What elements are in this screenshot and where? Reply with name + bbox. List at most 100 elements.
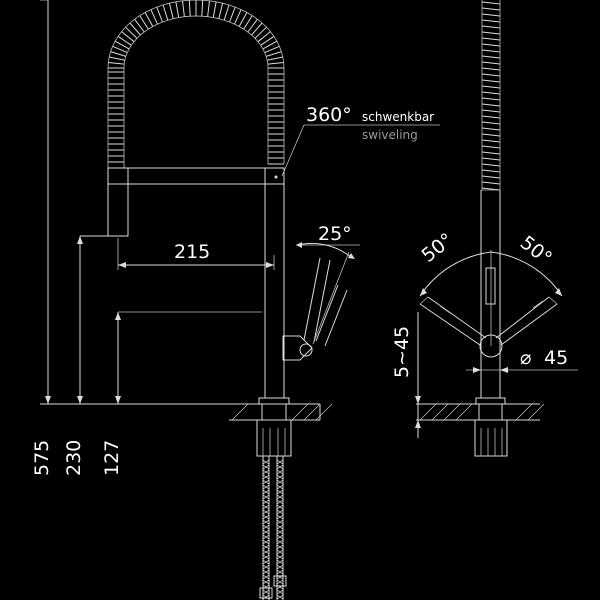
hose-braid [262, 494, 270, 500]
coil-ring [243, 15, 253, 30]
coil-outline-outer [107, 0, 285, 168]
coil-ring [481, 115, 501, 119]
hose-braid [262, 489, 270, 495]
coil-ring [481, 145, 501, 149]
hose-braid [276, 559, 284, 565]
coil-ring [481, 1, 501, 5]
hose-braid [276, 459, 284, 465]
hose-braid [276, 534, 284, 540]
hatch-line [419, 403, 437, 421]
rotation-german-label: schwenkbar [362, 110, 434, 124]
hose-braid [276, 549, 284, 555]
coil-ring [168, 3, 174, 19]
front-view: 50° 50° ⌀ 45 5~45 [391, 0, 578, 457]
rotation-english-label: swiveling [362, 128, 418, 142]
coil-ring [481, 13, 501, 17]
hose-fitting [273, 575, 287, 587]
coil-ring [139, 15, 149, 30]
hose-braid [262, 479, 270, 485]
hatch-line [443, 403, 461, 421]
coil-ring [481, 7, 501, 11]
coil-ring [182, 0, 185, 17]
coil-ring [481, 133, 501, 137]
hose-braid [276, 514, 284, 520]
hose-braid [276, 594, 284, 600]
coil-ring [262, 40, 278, 50]
hose-braid [262, 589, 270, 595]
coil-ring [234, 9, 242, 25]
hose-fitting [259, 587, 273, 599]
spray-angle-label: 25° [318, 223, 352, 245]
coil-ring [481, 67, 501, 71]
coil-ring [229, 6, 236, 23]
diameter-symbol: ⌀ [520, 347, 531, 369]
coil-ring [207, 0, 210, 17]
coil-spring-hose [107, 0, 285, 169]
lever-left-angle-label: 50° [418, 229, 458, 267]
coil-ring [481, 151, 501, 155]
hatch-line [303, 403, 321, 421]
lever-angle-dimension: 50° 50° [418, 229, 563, 346]
hose-braid [262, 579, 270, 585]
thickness-dimension: 5~45 [391, 312, 421, 438]
hose-braid [276, 589, 284, 595]
coil-ring [481, 85, 501, 89]
hatch-line [231, 403, 249, 421]
coil-ring [188, 0, 191, 17]
coil-ring [481, 97, 501, 101]
coil-ring [254, 26, 267, 39]
front-coil-hose [481, 0, 501, 191]
total-height-label: 575 [31, 440, 53, 476]
coil-ring [212, 1, 217, 18]
spout-height-label: 230 [63, 440, 85, 476]
spray-angle-dimension: 25° [296, 223, 360, 259]
coil-ring [175, 1, 180, 18]
hose-braid [276, 464, 284, 470]
coil-ring [481, 25, 501, 29]
hose-braid [262, 499, 270, 505]
hose-braid [262, 469, 270, 475]
coil-ring [134, 18, 145, 33]
supply-hoses [259, 456, 287, 600]
lever-height-label: 127 [101, 440, 123, 476]
coil-ring [481, 127, 501, 131]
coil-ring [481, 91, 501, 95]
hose-braid [262, 534, 270, 540]
hose-braid [276, 519, 284, 525]
coil-ring [481, 121, 501, 125]
coil-ring [162, 4, 169, 21]
coil-ring [481, 61, 501, 65]
hatch-line [455, 403, 473, 421]
coil-ring [129, 22, 141, 36]
hose-braid [276, 504, 284, 510]
hose-braid [262, 549, 270, 555]
coil-ring [481, 169, 501, 173]
coil-ring [223, 4, 230, 21]
coil-ring [267, 62, 284, 65]
hose-braid [262, 474, 270, 480]
coil-ring [267, 56, 283, 61]
coil-ring [112, 45, 128, 54]
coil-ring [144, 12, 154, 27]
coil-ring [481, 139, 501, 143]
coil-ring [156, 6, 163, 23]
countertop [40, 403, 333, 421]
coil-ring [238, 12, 248, 27]
coil-ring [481, 181, 501, 185]
hose-braid [262, 544, 270, 550]
coil-ring [481, 55, 501, 59]
coil-ring [257, 31, 271, 43]
coil-ring [481, 73, 501, 77]
hose-braid [276, 524, 284, 530]
height-dimensions: 575 230 127 [31, 0, 123, 476]
coil-ring [481, 103, 501, 107]
hose-braid [276, 474, 284, 480]
coil-ring [481, 37, 501, 41]
hose-braid [262, 529, 270, 535]
diameter-callout: ⌀ 45 [466, 347, 578, 373]
hose-braid [262, 504, 270, 510]
coil-ring [481, 175, 501, 179]
hatch-line [315, 403, 333, 421]
